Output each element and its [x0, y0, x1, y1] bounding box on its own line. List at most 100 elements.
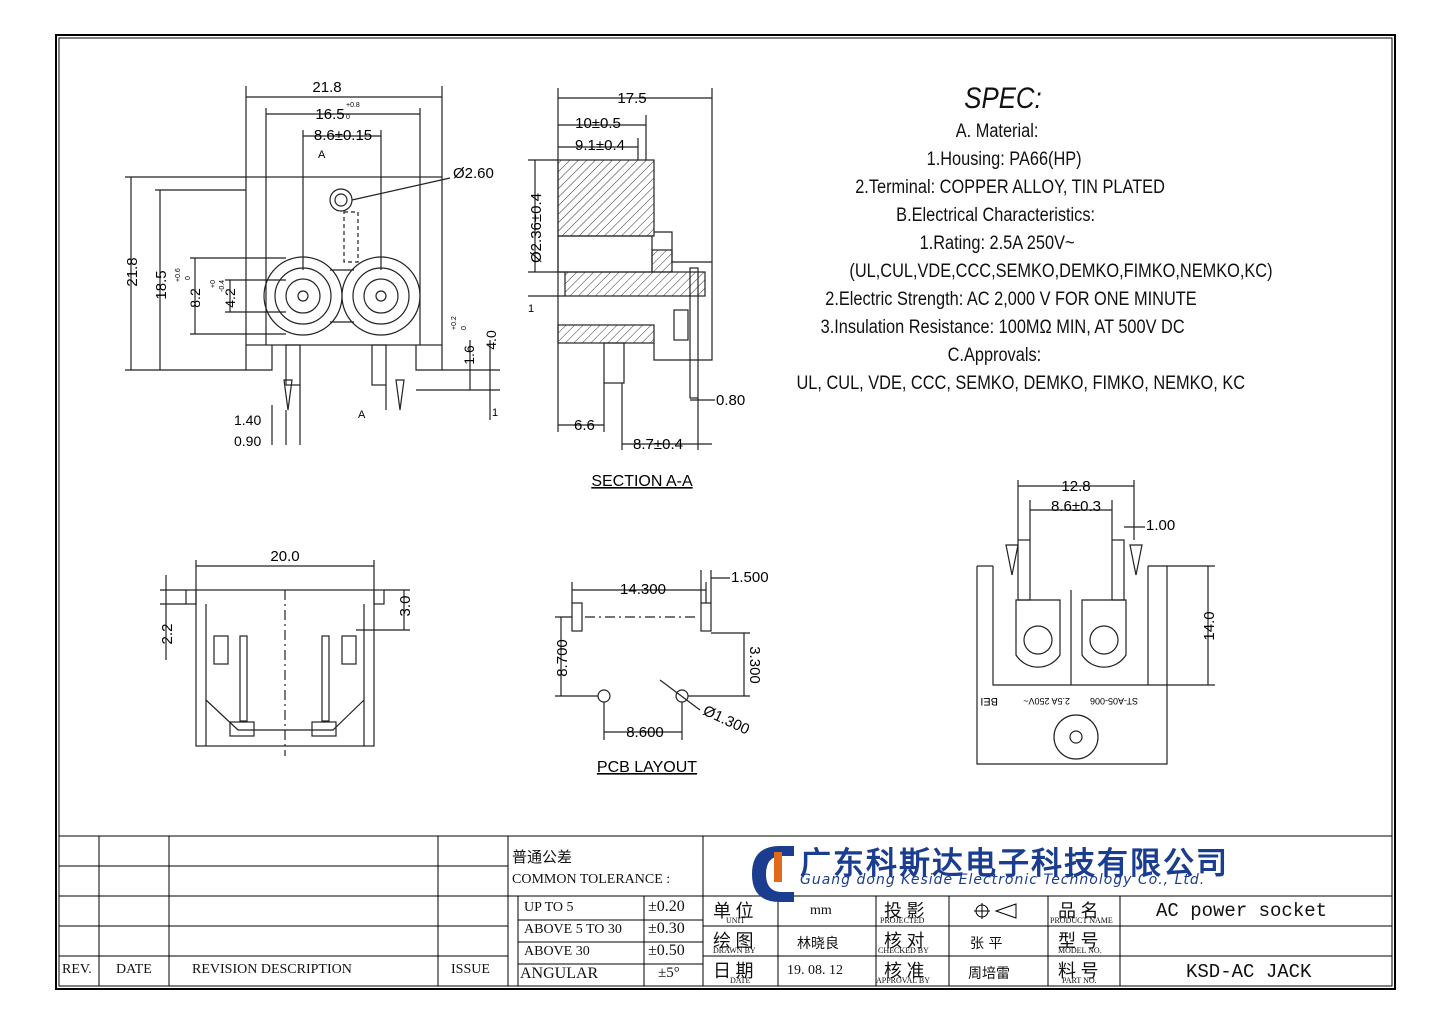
title-block-grid [59, 835, 1392, 986]
unit-label-en: UNIT [726, 916, 746, 925]
back-marking-2: 2.5A 250V~ [1023, 696, 1070, 706]
unit-label-cn: 单 位 [713, 901, 754, 921]
top-dim-4-0: 4.0 [483, 330, 499, 350]
back-view [976, 480, 1215, 765]
checked-label-cn: 核 对 [884, 931, 925, 951]
spec-line-c: C.Approvals: [947, 345, 1042, 366]
back-marking-1: BEI [980, 695, 998, 707]
tolerance-value-4: ±5° [658, 965, 680, 981]
section-label-1: 1 [528, 303, 534, 315]
tolerance-value-3: ±0.50 [648, 942, 685, 959]
top-dim-4-2: 4.2 [222, 288, 238, 308]
back-marking-3: ST-A05-006 [1090, 696, 1138, 706]
section-dim-0-80: 0.80 [716, 392, 745, 409]
top-label-a2: A [358, 409, 366, 421]
pcb-caption: PCB LAYOUT [597, 759, 697, 776]
tolerance-range-4: ANGULAR [520, 965, 599, 982]
pcb-dim-3-3: 3.300 [746, 646, 763, 684]
part-label-en: PART NO. [1062, 976, 1097, 985]
approval-value: 周培雷 [968, 966, 1010, 982]
section-dim-6-6: 6.6 [574, 417, 595, 434]
back-dim-1-00: 1.00 [1146, 517, 1175, 534]
spec-line-insulation: 3.Insulation Resistance: 100MΩ MIN, AT 5… [820, 317, 1185, 338]
top-dim-4-2-sub: -0.4 [219, 280, 226, 292]
back-dim-12-8: 12.8 [1061, 478, 1090, 495]
spec-line-rating: 1.Rating: 2.5A 250V~ [919, 233, 1075, 254]
top-dim-8-2: 8.2 [187, 288, 203, 308]
rev-header-date: DATE [116, 962, 152, 977]
front-dim-3: 3.0 [397, 596, 414, 617]
rev-header-issue: ISSUE [451, 962, 490, 977]
top-dim-8-2-sup: +0.6 [175, 268, 182, 282]
front-dim-20: 20.0 [270, 548, 299, 565]
tolerance-value-1: ±0.20 [648, 898, 685, 915]
top-label-1: 1 [492, 407, 498, 419]
top-dim-hole: Ø2.60 [453, 165, 494, 182]
tolerance-range-2: ABOVE 5 TO 30 [524, 922, 622, 937]
section-dim-8-7: 8.7±0.4 [633, 436, 683, 453]
tolerance-range-3: ABOVE 30 [524, 944, 590, 959]
checked-label-en: CHECKED BY [878, 946, 929, 955]
spec-line-b: B.Electrical Characteristics: [896, 205, 1096, 226]
company-logo [752, 846, 794, 902]
top-dim-8-2-sub: 0 [185, 276, 192, 280]
date-value: 19. 08. 12 [787, 963, 843, 978]
tolerance-title-en: COMMON TOLERANCE : [512, 872, 671, 887]
top-dim-inner-sup: +0.8 [346, 102, 360, 109]
projection-symbol [974, 903, 1017, 919]
part-label-cn: 料 号 [1058, 961, 1099, 981]
section-dim-17-5: 17.5 [617, 90, 646, 107]
tolerance-title-cn: 普通公差 [512, 850, 573, 866]
drawn-label-cn: 绘 图 [713, 931, 754, 951]
drawn-value: 林晓良 [797, 936, 839, 952]
spec-line-housing: 1.Housing: PA66(HP) [926, 149, 1082, 170]
part-value: KSD-AC JACK [1186, 961, 1312, 983]
model-label-en: MODEL NO. [1058, 946, 1102, 955]
top-view [125, 86, 500, 445]
top-dim-4-2-sup: +0 [210, 280, 217, 288]
spec-line-approvals: UL, CUL, VDE, CCC, SEMKO, DEMKO, FIMKO, … [796, 373, 1246, 394]
pcb-dim-14-3: 14.300 [620, 581, 666, 598]
pcb-dim-dia: Ø1.300 [700, 702, 752, 738]
date-label-cn: 日 期 [713, 961, 754, 981]
top-dim-0-90: 0.90 [234, 433, 261, 449]
top-dim-pitch: 8.6±0.15 [314, 127, 372, 144]
date-label-en: DATE [730, 976, 751, 985]
top-dim-1-6-sub: 0 [461, 326, 468, 330]
section-dim-10: 10±0.5 [575, 115, 621, 132]
model-label-cn: 型 号 [1058, 931, 1099, 951]
section-view [528, 88, 715, 450]
approval-label-en: APPROVAL BY [876, 976, 931, 985]
top-dim-18-5: 18.5 [153, 270, 170, 299]
drawn-label-en: DRAWN BY [713, 946, 756, 955]
top-dim-height: 21.8 [124, 257, 141, 286]
back-dim-8-6: 8.6±0.3 [1051, 498, 1101, 515]
spec-line-terminal: 2.Terminal: COPPER ALLOY, TIN PLATED [855, 177, 1165, 198]
pcb-dim-1-5: 1.500 [731, 569, 769, 586]
product-label-en: PRODUCT NAME [1050, 916, 1113, 925]
rev-header-rev: REV. [62, 962, 92, 977]
pcb-dim-8-7: 8.700 [554, 639, 571, 677]
section-caption: SECTION A-A [591, 473, 693, 490]
pcb-dim-8-6: 8.600 [626, 724, 664, 741]
top-dim-inner: 16.5 [315, 106, 344, 123]
checked-value: 张 平 [970, 936, 1003, 952]
front-dim-2-2: 2.2 [159, 624, 176, 645]
top-dim-width: 21.8 [312, 79, 341, 96]
back-dim-14: 14.0 [1201, 611, 1218, 640]
top-dim-1-6: 1.6 [461, 345, 477, 365]
section-dim-9-1: 9.1±0.4 [575, 137, 625, 154]
spec-title: SPEC: [964, 82, 1042, 115]
unit-value: mm [810, 903, 832, 918]
outer-border [55, 34, 1396, 990]
inner-border [58, 37, 1393, 987]
spec-line-marks: (UL,CUL,VDE,CCC,SEMKO,DEMKO,FIMKO,NEMKO,… [849, 261, 1273, 282]
product-value: AC power socket [1156, 900, 1328, 922]
spec-line-strength: 2.Electric Strength: AC 2,000 V FOR ONE … [825, 289, 1197, 310]
section-dim-dia: Ø2.36±0.4 [528, 193, 545, 263]
top-dim-inner-sub: 0 [346, 114, 350, 121]
company-name-cn: 广东科斯达电子科技有限公司 [800, 846, 1229, 882]
top-dim-1-40: 1.40 [234, 412, 261, 428]
tolerance-range-1: UP TO 5 [524, 900, 574, 915]
